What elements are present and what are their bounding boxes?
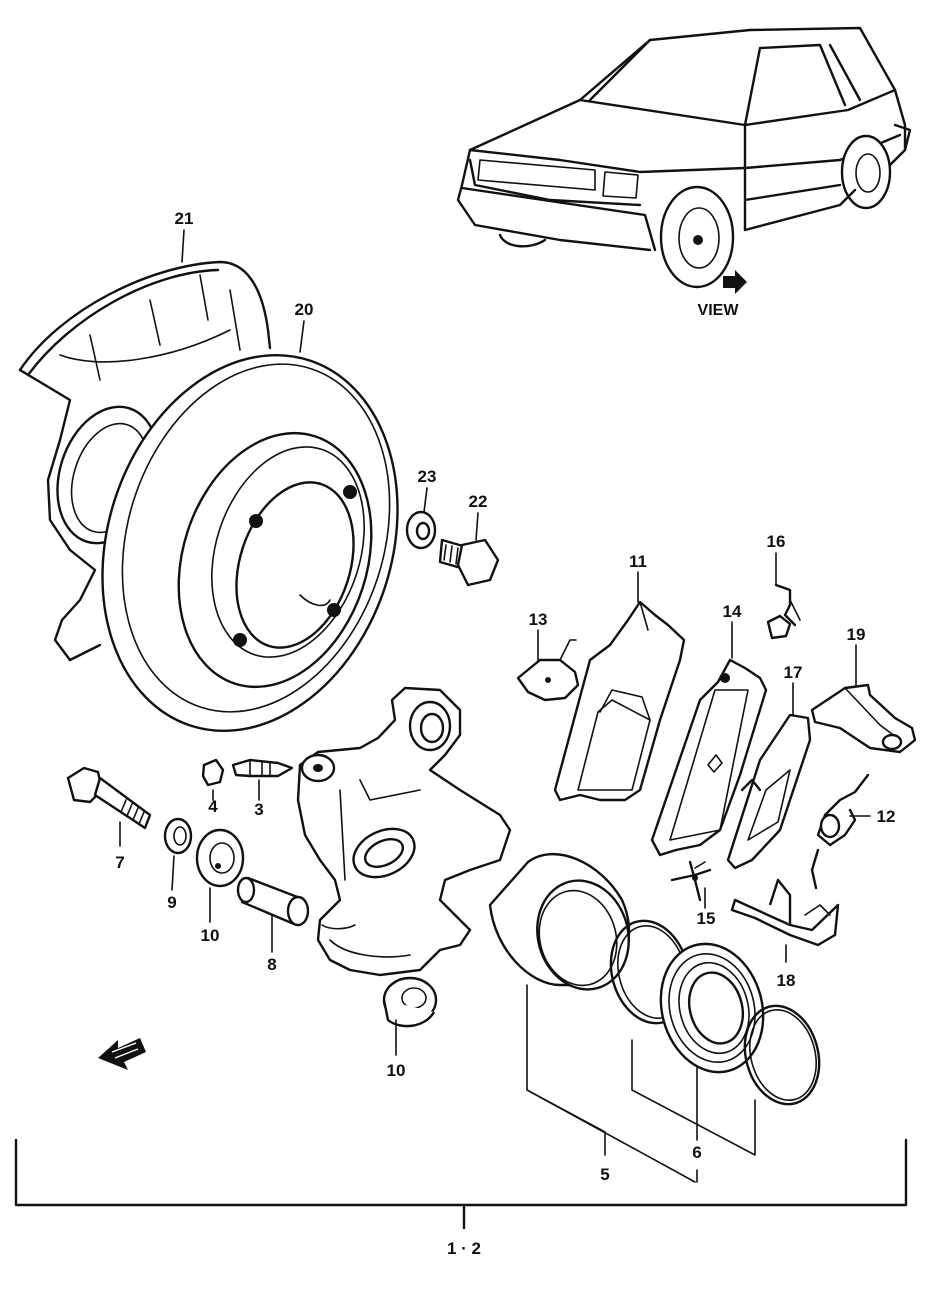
- leader-6: [631, 1039, 756, 1183]
- sleeve-8: [236, 876, 310, 927]
- leader-22: [475, 512, 479, 541]
- pad-pin-15: [670, 860, 712, 902]
- label-10-lower: 10: [387, 1061, 406, 1080]
- brake-pad-11: [553, 600, 686, 802]
- leader-23: [423, 487, 428, 513]
- forward-arrow-icon: [98, 1038, 146, 1070]
- boot-ring-6: [743, 1004, 821, 1106]
- caliper-body: [296, 686, 512, 977]
- callout-labels: 21 20 23 22 16 11 13 14 19 17 12 4 3 7 9…: [115, 209, 895, 1258]
- label-10-upper: 10: [201, 926, 220, 945]
- pad-clip-13: [516, 639, 580, 702]
- label-12: 12: [877, 807, 896, 826]
- wear-indicator-12: [810, 773, 870, 890]
- pad-spring-16: [766, 583, 801, 640]
- leader-21: [181, 229, 185, 263]
- dust-boot-6: [659, 942, 765, 1074]
- bleeder-cap-4: [201, 758, 225, 787]
- label-17: 17: [784, 663, 803, 682]
- boot-10-lower: [382, 976, 438, 1028]
- assembly-label: 1 · 2: [447, 1239, 481, 1258]
- label-5: 5: [600, 1165, 609, 1184]
- label-23: 23: [418, 467, 437, 486]
- piston-5: [488, 852, 631, 991]
- support-plate-18: [730, 878, 840, 947]
- label-6: 6: [692, 1143, 701, 1162]
- leader-5: [526, 984, 696, 1183]
- lock-washer-23: [405, 510, 437, 550]
- boot-10-upper: [195, 828, 245, 888]
- label-14: 14: [723, 602, 742, 621]
- brake-pad-14: [650, 658, 768, 857]
- label-20: 20: [295, 300, 314, 319]
- retainer-plate-19: [810, 683, 917, 754]
- label-11: 11: [629, 552, 647, 571]
- label-15: 15: [697, 909, 716, 928]
- label-22: 22: [469, 492, 488, 511]
- bushing-9: [163, 817, 193, 855]
- label-9: 9: [167, 893, 176, 912]
- leader-20: [299, 320, 305, 353]
- leader-9: [171, 855, 175, 891]
- bolt-22: [438, 538, 500, 587]
- label-18: 18: [777, 971, 796, 990]
- label-8: 8: [267, 955, 276, 974]
- label-4: 4: [208, 797, 218, 816]
- bleeder-plug-3: [231, 758, 294, 778]
- label-7: 7: [115, 853, 124, 872]
- brake-rotor-20: [101, 353, 399, 733]
- label-13: 13: [529, 610, 548, 629]
- label-19: 19: [847, 625, 866, 644]
- car-illustration: VIEW: [456, 26, 912, 319]
- label-16: 16: [767, 532, 786, 551]
- anti-squeal-shim-17: [726, 713, 812, 870]
- label-21: 21: [175, 209, 194, 228]
- view-label: VIEW: [698, 302, 740, 319]
- label-3: 3: [254, 800, 263, 819]
- assembly-bracket: [14, 1138, 908, 1230]
- guide-bolt-7: [66, 766, 152, 830]
